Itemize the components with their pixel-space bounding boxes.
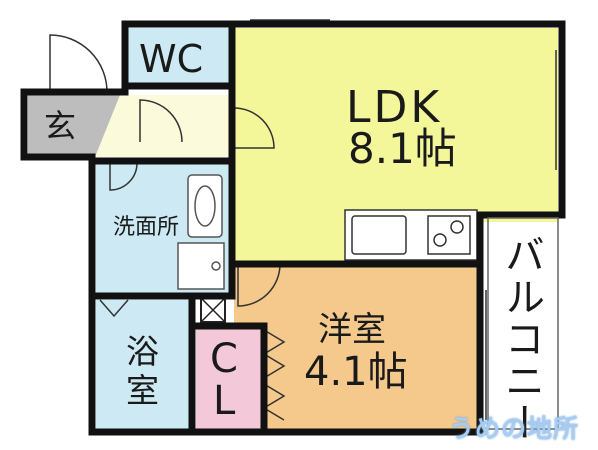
washing-machine-space (177, 242, 225, 290)
bath-label-top: 浴 (126, 332, 159, 371)
western-door-swing (237, 263, 281, 307)
bathroom (96, 300, 192, 429)
closet-label-top: C (210, 336, 238, 382)
closet-label-bottom: L (213, 378, 236, 424)
walls (20, 20, 566, 436)
western-room-size: 4.1帖 (304, 349, 408, 395)
ldk-label: LDK (346, 82, 443, 133)
kitchen-sink (351, 215, 407, 255)
balcony-outline (487, 217, 559, 430)
hall-door-swing (139, 99, 183, 143)
entrance-floor (28, 95, 120, 157)
brand-logo: うめの地所 (449, 414, 580, 443)
bath-label-bottom: 室 (126, 371, 159, 410)
ldk-size: 8.1帖 (348, 124, 457, 173)
entrance-label: 玄 (44, 107, 77, 145)
closet-door (262, 383, 286, 421)
stove-burner (433, 233, 447, 247)
balcony-area (482, 222, 558, 429)
stove (427, 215, 471, 255)
washbasin (187, 174, 223, 238)
stove-burner (450, 220, 464, 234)
wc-label: WC (139, 37, 204, 81)
basin-bowl (194, 185, 216, 227)
ldk-door-swing (233, 107, 275, 149)
washroom-door-swing (109, 162, 138, 191)
pipe-space-cross (200, 297, 226, 323)
bath-door-swing (99, 299, 129, 318)
closet (196, 326, 264, 429)
entrance-door-swing (49, 34, 108, 93)
drain (211, 261, 221, 271)
wc-room (128, 28, 230, 86)
western-room-label: 洋室 (318, 310, 386, 350)
washroom-label: 洗面所 (113, 215, 180, 240)
balcony-label: バルコニー (498, 234, 544, 444)
